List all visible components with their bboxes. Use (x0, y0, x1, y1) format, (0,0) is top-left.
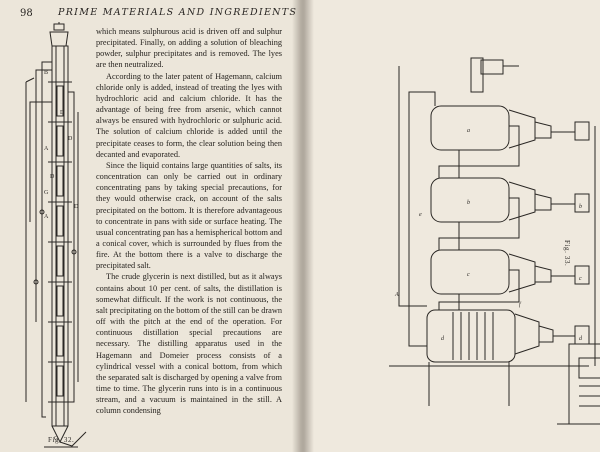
figure-32-caption: Fig. 32. (48, 436, 75, 444)
fig33-label-b: b (467, 200, 470, 206)
right-page: a b c d e f b c d A Fig. 33. (301, 0, 600, 452)
fig33-label-c: c (467, 272, 470, 278)
fig33-label-c1: c (579, 276, 582, 282)
left-page: 98 PRIME MATERIALS AND INGREDIENTS (0, 0, 301, 452)
figure-32-column-diagram: B D D A D G D A C (25, 22, 87, 448)
fig32-label-a2: A (44, 214, 49, 220)
fig33-label-f: f (519, 301, 522, 308)
fig33-label-e: e (419, 212, 422, 218)
fig32-label-a1: A (44, 146, 49, 152)
fig33-label-d: d (441, 336, 445, 342)
paragraph-4: The crude glycerin is next distilled, bu… (96, 272, 282, 416)
fig32-label-b: B (44, 70, 48, 76)
book-gutter (292, 0, 314, 452)
fig32-label-c: C (54, 436, 58, 442)
figure-33-apparatus-diagram: a b c d e f b c d A (389, 57, 600, 425)
fig32-label-d4: D (74, 204, 79, 210)
paragraph-1: which means sulphurous acid is driven of… (96, 27, 282, 70)
fig32-label-d2: D (68, 136, 73, 142)
fig33-label-a: a (467, 128, 470, 134)
fig33-label-a-cap: A (394, 292, 399, 298)
fig32-label-d1: D (60, 110, 65, 116)
fig33-label-d1: d (579, 336, 583, 342)
paragraph-3: Since the liquid contains large quantiti… (96, 160, 282, 271)
fig32-label-d3: D (50, 174, 55, 180)
body-text: which means sulphurous acid is driven of… (96, 26, 282, 416)
fig33-label-b1: b (579, 204, 582, 210)
fig32-label-g: G (44, 190, 49, 196)
paragraph-2: According to the later patent of Hageman… (96, 71, 282, 159)
figure-33-caption: Fig. 33. (563, 240, 571, 267)
page-number: 98 (20, 8, 33, 19)
running-head: PRIME MATERIALS AND INGREDIENTS (58, 7, 298, 18)
